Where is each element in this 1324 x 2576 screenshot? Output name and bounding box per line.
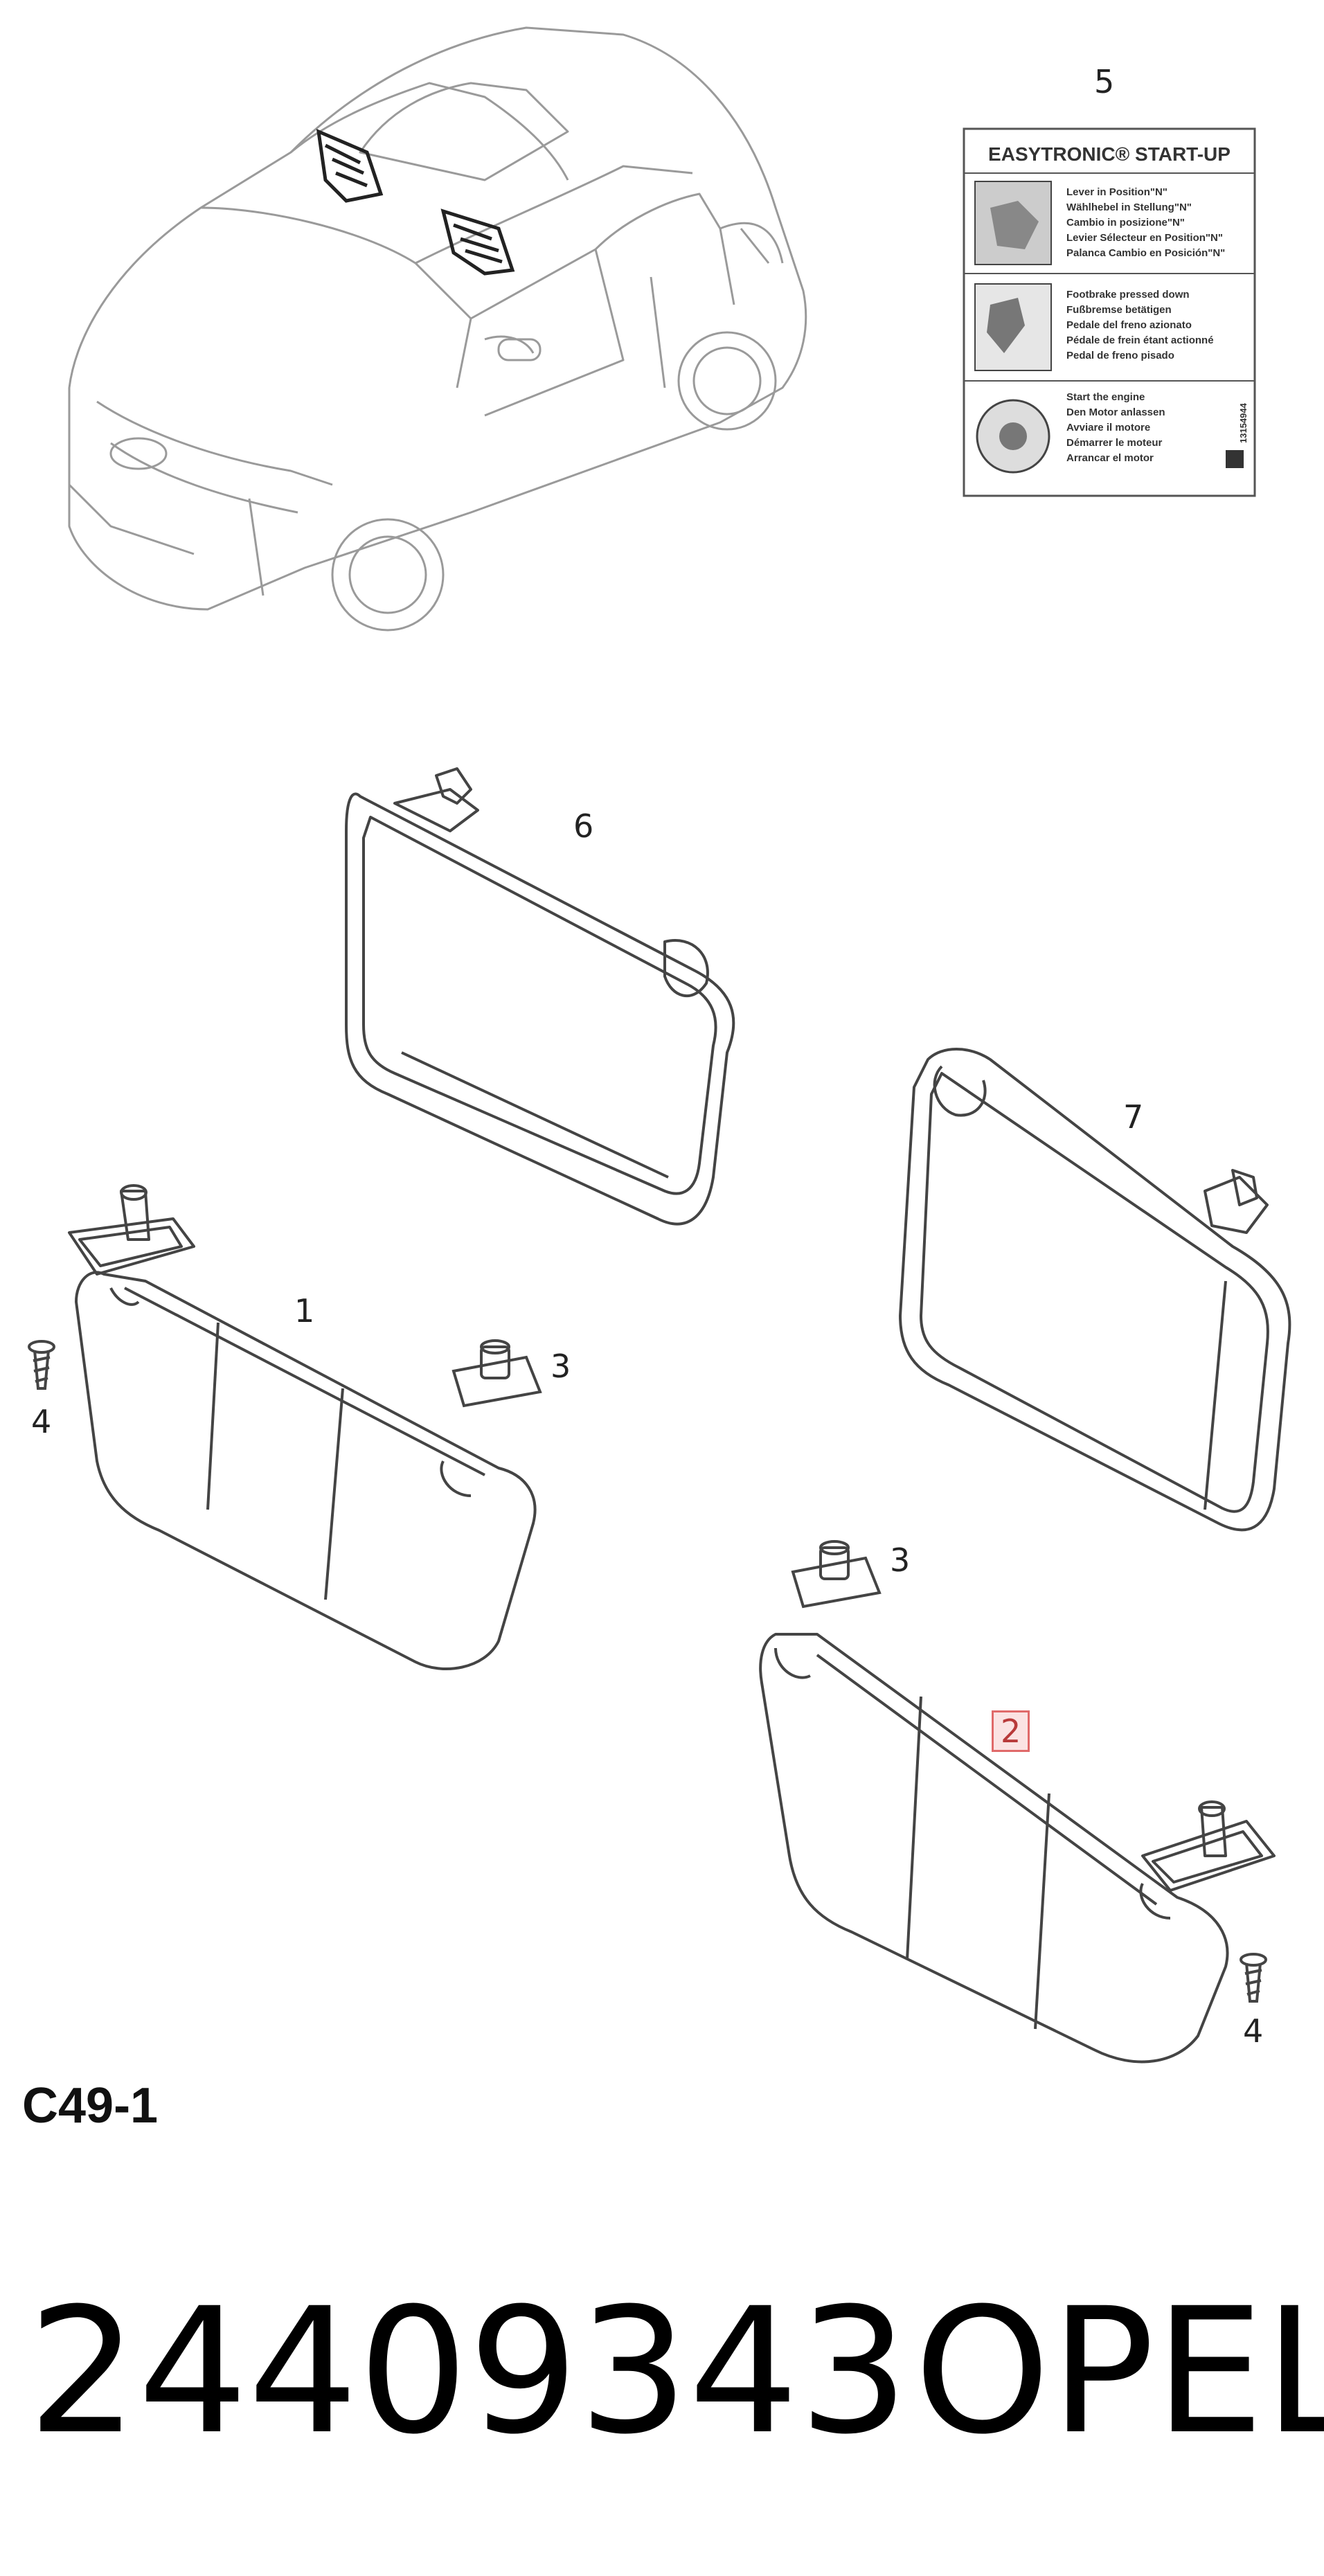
callout-6: 6 bbox=[573, 807, 594, 845]
label-card-line: Wählhebel in Stellung"N" bbox=[1066, 202, 1192, 213]
sun-visor-2 bbox=[759, 1633, 1276, 2064]
label-card-line: Arrancar el motor bbox=[1066, 452, 1154, 464]
label-card-line: Pedal de freno pisado bbox=[1066, 350, 1174, 361]
screw-4a bbox=[28, 1340, 55, 1390]
brand-name: OPEL bbox=[914, 2271, 1324, 2472]
visor-clip-3a bbox=[451, 1339, 542, 1408]
sun-visor-7 bbox=[899, 1048, 1291, 1532]
sun-visor-1 bbox=[68, 1184, 537, 1670]
label-card-line: Pedale del freno azionato bbox=[1066, 319, 1192, 331]
callout-5: 5 bbox=[1094, 63, 1115, 100]
label-card-line: Démarrer le moteur bbox=[1066, 437, 1163, 449]
part-number: 24409343 bbox=[28, 2271, 909, 2472]
diagram-code: C49-1 bbox=[22, 2078, 159, 2134]
callout-2-highlighted[interactable]: 2 bbox=[992, 1710, 1030, 1752]
label-card-title: EASYTRONIC® START-UP bbox=[988, 143, 1231, 165]
callout-4b: 4 bbox=[1243, 2012, 1264, 2050]
label-card-line: Fußbremse betätigen bbox=[1066, 304, 1172, 316]
label-card-section-lever: Lever in Position"N" Wählhebel in Stellun… bbox=[1066, 186, 1225, 259]
visor-clip-3b bbox=[791, 1540, 882, 1609]
label-card-line: Palanca Cambio en Posición"N" bbox=[1066, 247, 1225, 259]
callout-1: 1 bbox=[294, 1292, 315, 1330]
label-card-line: Lever in Position"N" bbox=[1066, 186, 1168, 198]
callout-4a: 4 bbox=[31, 1403, 52, 1440]
screw-4b bbox=[1240, 1953, 1267, 2003]
sun-visor-6 bbox=[345, 767, 735, 1226]
label-card-line: Levier Sélecteur en Position"N" bbox=[1066, 232, 1223, 244]
callout-3b: 3 bbox=[890, 1541, 911, 1579]
label-card-line: Den Motor anlassen bbox=[1066, 406, 1165, 418]
callout-7: 7 bbox=[1123, 1098, 1144, 1136]
label-card-line: Cambio in posizione"N" bbox=[1066, 217, 1185, 229]
callout-3a: 3 bbox=[551, 1348, 571, 1385]
car-visor-markers bbox=[316, 128, 515, 276]
label-card-line: Avviare il motore bbox=[1066, 422, 1150, 433]
label-card-line: Footbrake pressed down bbox=[1066, 289, 1190, 301]
label-card-line: Start the engine bbox=[1066, 391, 1145, 403]
label-card-code: 13154944 bbox=[1238, 402, 1249, 443]
easytronic-label-card: EASYTRONIC® START-UP Lever in Position"N… bbox=[963, 127, 1256, 497]
car-illustration bbox=[68, 26, 807, 632]
label-card-line: Pédale de frein étant actionné bbox=[1066, 334, 1214, 346]
